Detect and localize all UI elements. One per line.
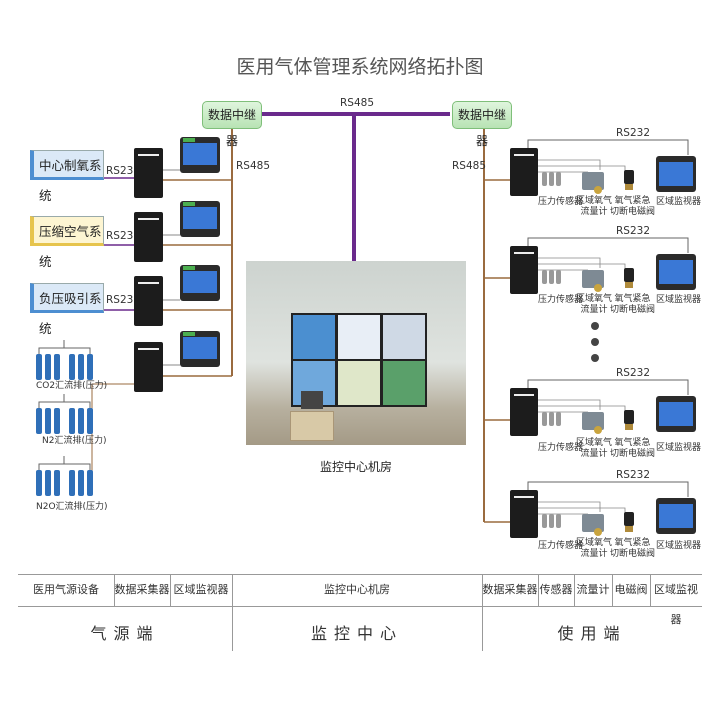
- source-oxygen-system: 中心制氧系统: [30, 150, 104, 203]
- rs485-right-label: RS485: [452, 160, 487, 172]
- right-data-collector-1: [510, 148, 538, 196]
- area-monitor-label-2: 区域监视器: [656, 295, 702, 305]
- table-header-monitoring-room: 监控中心机房: [324, 583, 390, 596]
- left-data-collector-1: [134, 148, 163, 198]
- valve-label-4: 氧气紧急 切断电磁阀: [610, 538, 656, 559]
- table-header-gas-source-equipment: 医用气源设备: [33, 583, 99, 596]
- table-header-flowmeter: 流量计: [576, 583, 610, 596]
- rs485-left-label: RS485: [236, 160, 271, 172]
- rs232-right-label-2: RS232: [616, 225, 651, 237]
- group-usage-end: 使用端: [557, 624, 627, 643]
- diagram-title: 医用气体管理系统网络拓扑图: [236, 56, 484, 78]
- legend-table: 医用气源设备 数据采集器 区域监视器 监控中心机房 数据采集器 传感器 流量计 …: [18, 574, 702, 651]
- valve-label-2: 氧气紧急 切断电磁阀: [610, 294, 656, 315]
- right-devices-graphic: [542, 156, 696, 536]
- gas-cylinders-graphic: [36, 340, 93, 496]
- n2o-manifold-label: N2O汇流排(压力): [36, 502, 108, 512]
- area-monitor-label-1: 区域监视器: [656, 197, 702, 207]
- rs232-right-label-4: RS232: [616, 469, 651, 481]
- left-area-monitor-3: [180, 265, 220, 301]
- left-data-relay: 数据中继器: [202, 101, 262, 148]
- group-monitoring-center: 监控中心: [310, 624, 403, 643]
- area-monitor-label-4: 区域监视器: [656, 541, 702, 551]
- rs232-right-label-3: RS232: [616, 367, 651, 379]
- co2-manifold-label: CO2汇流排(压力): [36, 381, 108, 391]
- left-area-monitor-4: [180, 331, 220, 367]
- control-desk: [290, 411, 334, 441]
- area-monitor-label-3: 区域监视器: [656, 443, 702, 453]
- group-gas-source-end: 气源端: [90, 624, 160, 643]
- source-vacuum-system: 负压吸引系统: [30, 283, 104, 336]
- rs232-label-1: RS232: [106, 165, 141, 177]
- rs485-top-label: RS485: [340, 97, 375, 109]
- source-compressed-air-system: 压缩空气系统: [30, 216, 104, 269]
- left-data-collector-3: [134, 276, 163, 326]
- monitoring-room-label: 监控中心机房: [319, 460, 392, 474]
- table-header-area-monitor-left: 区域监视器: [173, 583, 229, 596]
- rs232-label-3: RS232: [106, 294, 141, 306]
- monitoring-room-photo: [246, 261, 466, 445]
- pressure-sensor-label-3: 压力传感器: [538, 443, 584, 453]
- flowmeter-label-2: 区域氧气 流量计: [576, 294, 613, 315]
- table-header-valve: 电磁阀: [614, 583, 648, 596]
- table-header-area-monitor-right: 区域监视器: [654, 583, 698, 626]
- left-data-collector-2: [134, 212, 163, 262]
- valve-label-3: 氧气紧急 切断电磁阀: [610, 438, 656, 459]
- table-header-sensor: 传感器: [539, 583, 573, 596]
- right-data-collector-3: [510, 388, 538, 436]
- left-data-collector-4: [134, 342, 163, 392]
- pressure-sensor-label-1: 压力传感器: [538, 197, 584, 207]
- table-header-data-collector-left: 数据采集器: [114, 583, 170, 596]
- pressure-sensor-label-4: 压力传感器: [538, 541, 584, 551]
- pressure-sensor-label-2: 压力传感器: [538, 295, 584, 305]
- left-area-monitor-2: [180, 201, 220, 237]
- valve-label-1: 氧气紧急 切断电磁阀: [610, 196, 656, 217]
- table-header-data-collector-right: 数据采集器: [482, 583, 538, 596]
- n2-manifold-label: N2汇流排(压力): [42, 436, 107, 446]
- flowmeter-label-1: 区域氧气 流量计: [576, 196, 613, 217]
- flowmeter-label-3: 区域氧气 流量计: [576, 438, 613, 459]
- right-data-relay: 数据中继器: [452, 101, 512, 148]
- rs232-right-label-1: RS232: [616, 127, 651, 139]
- flowmeter-label-4: 区域氧气 流量计: [576, 538, 613, 559]
- left-area-monitor-1: [180, 137, 220, 173]
- rs232-label-2: RS232: [106, 230, 141, 242]
- right-data-collector-4: [510, 490, 538, 538]
- right-data-collector-2: [510, 246, 538, 294]
